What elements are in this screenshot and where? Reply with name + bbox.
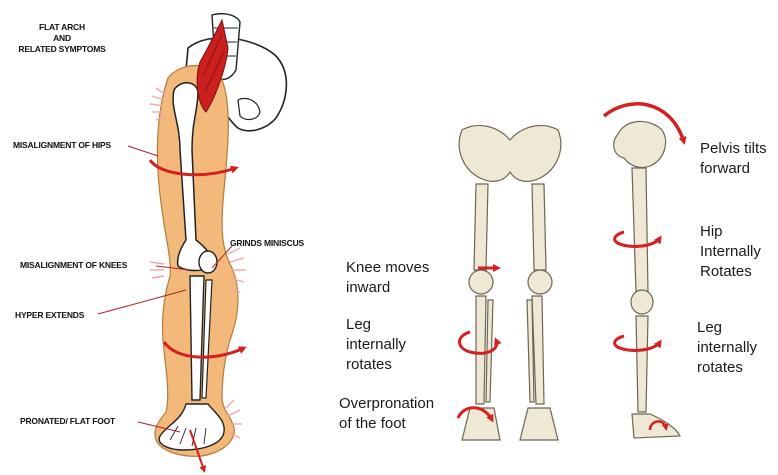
front-foot-right bbox=[462, 408, 500, 440]
front-tibia-right bbox=[476, 296, 486, 404]
pronated-flat-foot-label: PRONATED/ FLAT FOOT bbox=[20, 416, 115, 426]
hips-leader-line bbox=[128, 146, 158, 156]
hyper-extends-label: HYPER EXTENDS bbox=[15, 310, 84, 320]
front-view-skeleton bbox=[459, 125, 561, 440]
knees-misalignment-label: MISALIGNMENT OF KNEES bbox=[20, 260, 127, 270]
leg-front-line-2: internally bbox=[346, 335, 406, 355]
left-leg-illustration bbox=[155, 14, 286, 457]
side-view-skeleton bbox=[614, 121, 680, 438]
pelvis-line-1: Pelvis tilts bbox=[700, 139, 767, 159]
front-femur-right bbox=[474, 184, 488, 270]
knee-label-line-1: Knee moves bbox=[346, 258, 429, 278]
leg-side-line-3: rotates bbox=[697, 358, 757, 378]
title-line-1: FLAT ARCH bbox=[6, 22, 118, 33]
front-knee-right bbox=[469, 270, 493, 294]
hip-line-1: Hip bbox=[700, 222, 761, 242]
side-knee bbox=[631, 290, 653, 314]
grinds-miniscus-label: GRINDS MINISCUS bbox=[230, 238, 304, 248]
knee-moves-inward-label: Knee moves inward bbox=[346, 258, 429, 298]
leg-front-line-3: rotates bbox=[346, 355, 406, 375]
overpronation-label: Overpronation of the foot bbox=[339, 394, 434, 434]
leg-front-line-1: Leg bbox=[346, 315, 406, 335]
side-foot bbox=[632, 414, 680, 438]
front-femur-left bbox=[532, 184, 546, 270]
front-pelvis bbox=[459, 125, 561, 181]
side-pelvis bbox=[614, 121, 666, 167]
hip-line-2: Internally bbox=[700, 242, 761, 262]
overpronation-line-2: of the foot bbox=[339, 414, 434, 434]
patella-bone bbox=[199, 251, 217, 273]
side-femur bbox=[632, 168, 648, 292]
hip-line-3: Rotates bbox=[700, 262, 761, 282]
knee-label-line-2: inward bbox=[346, 278, 429, 298]
leg-internally-rotates-label-front: Leg internally rotates bbox=[346, 315, 406, 375]
pelvis-tilts-label: Pelvis tilts forward bbox=[700, 139, 767, 179]
front-foot-left bbox=[520, 408, 558, 440]
pelvis-line-2: forward bbox=[700, 159, 767, 179]
leg-internally-rotates-label-side: Leg internally rotates bbox=[697, 318, 757, 378]
title-line-3: RELATED SYMPTOMS bbox=[6, 44, 118, 55]
side-tibia bbox=[636, 316, 648, 412]
hip-internally-rotates-label: Hip Internally Rotates bbox=[700, 222, 761, 282]
title-line-2: AND bbox=[6, 33, 118, 44]
front-knee-left bbox=[528, 270, 552, 294]
left-panel-title: FLAT ARCH AND RELATED SYMPTOMS bbox=[6, 22, 118, 55]
leg-side-line-1: Leg bbox=[697, 318, 757, 338]
leg-side-line-2: internally bbox=[697, 338, 757, 358]
hips-misalignment-label: MISALIGNMENT OF HIPS bbox=[13, 140, 111, 150]
overpronation-line-1: Overpronation bbox=[339, 394, 434, 414]
